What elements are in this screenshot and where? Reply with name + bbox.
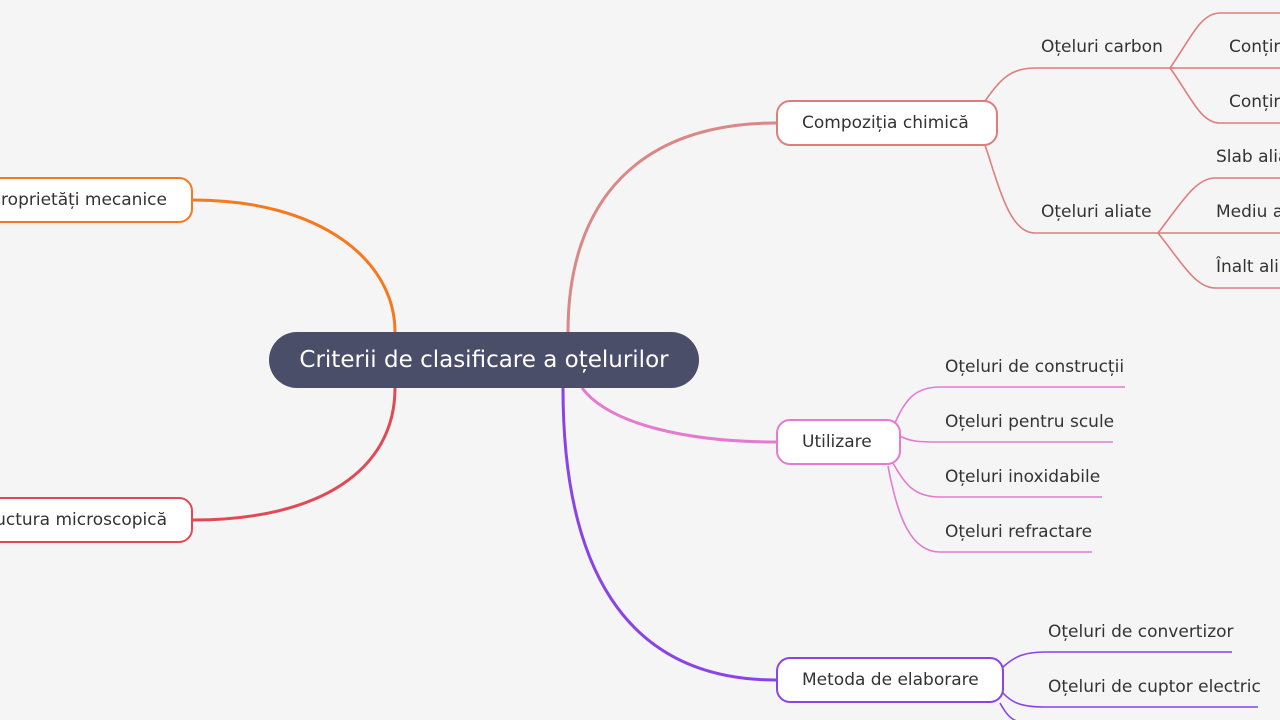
central-topic[interactable]: Criterii de clasificare a oțelurilor [269, 332, 699, 388]
subtopic-carbon-item-1[interactable]: Conțin [1229, 37, 1280, 57]
subtopic-metoda-item-1[interactable]: Oțeluri de convertizor [1048, 622, 1234, 642]
branch-proprietati-mecanice-label: roprietăți mecanice [1, 190, 167, 210]
subtopic-aliate-item-1[interactable]: Slab alia [1216, 147, 1280, 167]
branch-utilizare[interactable]: Utilizare [776, 419, 901, 465]
branch-metoda-de-elaborare-label: Metoda de elaborare [802, 670, 979, 690]
link-structura [192, 387, 397, 522]
branch-metoda-de-elaborare[interactable]: Metoda de elaborare [776, 657, 1004, 703]
branch-proprietati-mecanice[interactable]: roprietăți mecanice [0, 177, 193, 223]
branch-utilizare-label: Utilizare [802, 432, 872, 452]
link-compozitia [566, 121, 777, 333]
link-proprietati [192, 198, 397, 333]
subtopic-utilizare-item-4[interactable]: Oțeluri refractare [945, 522, 1093, 542]
subtopic-utilizare-item-2[interactable]: Oțeluri pentru scule [945, 412, 1115, 432]
branch-compozitia-chimica[interactable]: Compoziția chimică [776, 100, 998, 146]
subtopic-utilizare-item-3[interactable]: Oțeluri inoxidabile [945, 467, 1101, 487]
subtopic-aliate-item-2[interactable]: Mediu a [1216, 202, 1280, 222]
subtopic-metoda-item-2[interactable]: Oțeluri de cuptor electric [1048, 677, 1261, 697]
subtopic-carbon-item-2[interactable]: Conțin [1229, 92, 1280, 112]
central-topic-label: Criterii de clasificare a oțelurilor [299, 347, 669, 373]
branch-structura-microscopica-label: uctura microscopică [0, 510, 167, 530]
subtopic-oteluri-aliate[interactable]: Oțeluri aliate [1041, 202, 1152, 222]
subtopic-oteluri-carbon[interactable]: Oțeluri carbon [1041, 37, 1163, 57]
subtopic-aliate-item-3[interactable]: Înalt alia [1216, 257, 1280, 277]
subtopic-utilizare-item-1[interactable]: Oțeluri de construcții [945, 357, 1125, 377]
branch-structura-microscopica[interactable]: uctura microscopică [0, 497, 193, 543]
branch-compozitia-chimica-label: Compoziția chimică [802, 113, 969, 133]
link-metoda [561, 387, 777, 682]
link-utilizare [580, 387, 777, 444]
